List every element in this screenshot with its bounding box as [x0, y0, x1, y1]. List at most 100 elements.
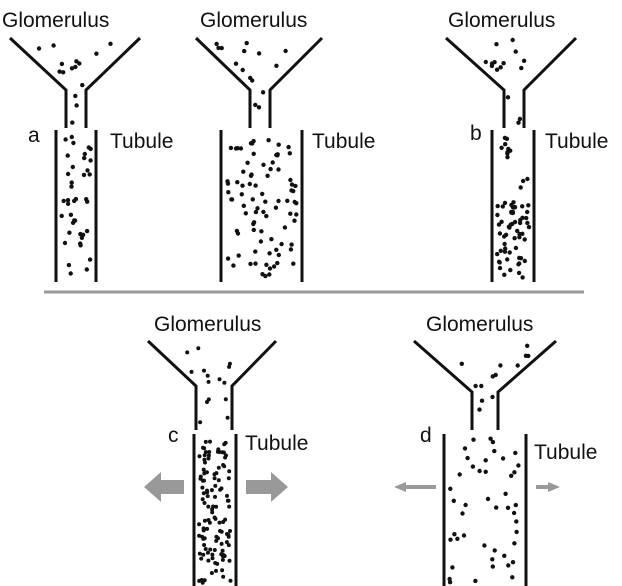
glomerulus-label-d: Glomerulus [426, 313, 533, 336]
particle-dot [245, 41, 249, 45]
particle-dot [199, 557, 203, 561]
particle-dot [202, 479, 206, 483]
particle-dot [248, 76, 252, 80]
particle-dot [514, 519, 518, 523]
particle-dot [260, 272, 264, 276]
particle-dot [289, 188, 293, 192]
particle-dot [226, 181, 230, 185]
particle-dot [197, 522, 201, 526]
particle-dot [71, 141, 75, 145]
particle-dot [502, 242, 506, 246]
particle-dot [216, 46, 220, 50]
particle-dot [283, 225, 287, 229]
particle-dot [66, 153, 70, 157]
particle-dot [199, 477, 203, 481]
particle-dot [237, 253, 241, 257]
particle-dot [484, 470, 488, 474]
particle-dot [502, 554, 506, 558]
particle-dot [490, 395, 494, 399]
particle-dot [70, 120, 74, 124]
particle-dot [221, 575, 225, 579]
panel-letter-b: b [470, 122, 482, 145]
particle-dot [73, 94, 77, 98]
glomerulus-label-a: Glomerulus [2, 9, 109, 32]
particle-dot [519, 185, 523, 189]
panel-letter-c: c [168, 424, 179, 447]
particle-dot [203, 461, 207, 465]
particle-dot [523, 237, 527, 241]
particle-dot [220, 568, 224, 572]
particle-dot [452, 499, 456, 503]
particle-dot [214, 535, 218, 539]
particle-dot [492, 449, 496, 453]
particle-dot [511, 210, 515, 214]
particle-dot [202, 526, 206, 530]
particle-dot [227, 505, 231, 509]
particle-dot [261, 90, 265, 94]
particle-dot [501, 456, 505, 460]
particle-dot [74, 59, 78, 63]
particle-dot [185, 350, 189, 354]
particle-dot [257, 105, 261, 109]
particle-dot [293, 184, 297, 188]
particle-dot [85, 267, 89, 271]
particle-dot [85, 229, 89, 233]
particle-dot [264, 263, 268, 267]
particle-dot [207, 380, 211, 384]
particle-dot [498, 231, 502, 235]
particle-dot [213, 495, 217, 499]
particle-dot [512, 511, 516, 515]
particle-dot [501, 204, 505, 208]
particle-dot [208, 548, 212, 552]
particle-dot [78, 241, 82, 245]
particle-dot [289, 247, 293, 251]
particle-dot [503, 136, 507, 140]
particle-dot [219, 552, 223, 556]
particle-dot [253, 103, 257, 107]
particle-dot [201, 446, 205, 450]
particle-dot [227, 535, 231, 539]
particle-dot [288, 178, 292, 182]
tubule-label-middle: Tubule [312, 130, 375, 153]
particle-dot [275, 261, 279, 265]
particle-dot [494, 373, 498, 377]
particle-dot [520, 275, 524, 279]
particle-dot [207, 397, 211, 401]
particle-dot [509, 474, 513, 478]
particle-dot [221, 520, 225, 524]
particle-dot [465, 456, 469, 460]
particle-dot [274, 248, 278, 252]
particle-dot [495, 213, 499, 217]
particle-dot [208, 521, 212, 525]
particle-dot [508, 268, 512, 272]
particle-dot [484, 458, 488, 462]
particle-dot [88, 257, 92, 261]
particle-dot [271, 160, 275, 164]
particle-dot [253, 261, 257, 265]
particle-dot [214, 505, 218, 509]
particle-dot [288, 212, 292, 216]
particle-dot [494, 42, 498, 46]
particle-dot [496, 204, 500, 208]
particle-dot [506, 506, 510, 510]
particle-dot [473, 384, 477, 388]
panel-a: Glomerulus a Tubule [2, 9, 173, 282]
particle-dot [253, 249, 257, 253]
particle-dot [251, 197, 255, 201]
particle-dot [229, 146, 233, 150]
particle-dot [61, 70, 65, 74]
particle-dot [261, 210, 265, 214]
particle-dot [507, 225, 511, 229]
particle-dot [289, 242, 293, 246]
particle-dot [210, 488, 214, 492]
particle-dot [202, 468, 206, 472]
particle-dot [221, 558, 225, 562]
particle-dot [214, 42, 218, 46]
particle-dot [221, 549, 225, 553]
particle-dot [231, 263, 235, 267]
particle-dot [80, 83, 84, 87]
particle-dot [260, 192, 264, 196]
particle-dot [495, 252, 499, 256]
particle-dot [228, 529, 232, 533]
